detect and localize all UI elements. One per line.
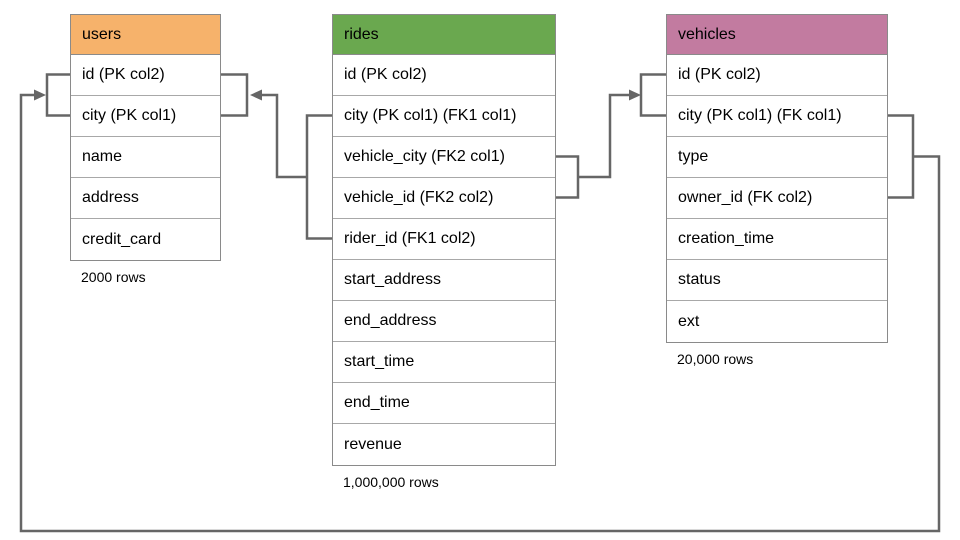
vehicles-left-bracket-line [639, 73, 666, 117]
column-row: creation_time [667, 219, 887, 260]
vehicles-to-users-line [19, 93, 941, 533]
rides-left-bracket-line [305, 114, 332, 240]
column-row: status [667, 260, 887, 301]
rides-to-vehicles-line [578, 93, 630, 179]
table-users-header: users [71, 15, 220, 55]
relationship-vehicles-users [19, 73, 941, 533]
column-row: end_time [333, 383, 555, 424]
table-rides-header: rides [333, 15, 555, 55]
users-left-bracket-line [45, 73, 70, 117]
relationship-rides-users [220, 73, 332, 240]
column-row: city (PK col1) (FK col1) [667, 96, 887, 137]
column-row: start_address [333, 260, 555, 301]
table-rides: rides id (PK col2) city (PK col1) (FK1 c… [332, 14, 556, 466]
column-row: city (PK col1) (FK1 col1) [333, 96, 555, 137]
column-row: ext [667, 301, 887, 342]
relationship-rides-vehicles [556, 73, 666, 199]
column-row: id (PK col2) [667, 55, 887, 96]
table-users: users id (PK col2) city (PK col1) name a… [70, 14, 221, 261]
table-vehicles-header: vehicles [667, 15, 887, 55]
arrowhead-right-icon [629, 89, 641, 101]
rides-right-bracket-line [556, 155, 580, 199]
column-row: name [71, 137, 220, 178]
column-row: start_time [333, 342, 555, 383]
column-row: address [71, 178, 220, 219]
column-row: rider_id (FK1 col2) [333, 219, 555, 260]
row-count-label: 1,000,000 rows [343, 474, 439, 490]
column-row: type [667, 137, 887, 178]
column-row: vehicle_city (FK2 col1) [333, 137, 555, 178]
rides-to-users-line [261, 93, 307, 179]
vehicles-right-bracket-line [888, 114, 915, 199]
column-row: id (PK col2) [71, 55, 220, 96]
row-count-label: 20,000 rows [677, 351, 754, 367]
column-row: end_address [333, 301, 555, 342]
column-row: revenue [333, 424, 555, 465]
column-row: owner_id (FK col2) [667, 178, 887, 219]
table-vehicles: vehicles id (PK col2) city (PK col1) (FK… [666, 14, 888, 343]
column-row: vehicle_id (FK2 col2) [333, 178, 555, 219]
arrowhead-left-icon [250, 89, 262, 101]
row-count-label: 2000 rows [81, 269, 146, 285]
column-row: city (PK col1) [71, 96, 220, 137]
column-row: id (PK col2) [333, 55, 555, 96]
arrowhead-right-icon [34, 89, 46, 101]
users-right-bracket-line [220, 73, 249, 117]
column-row: credit_card [71, 219, 220, 260]
